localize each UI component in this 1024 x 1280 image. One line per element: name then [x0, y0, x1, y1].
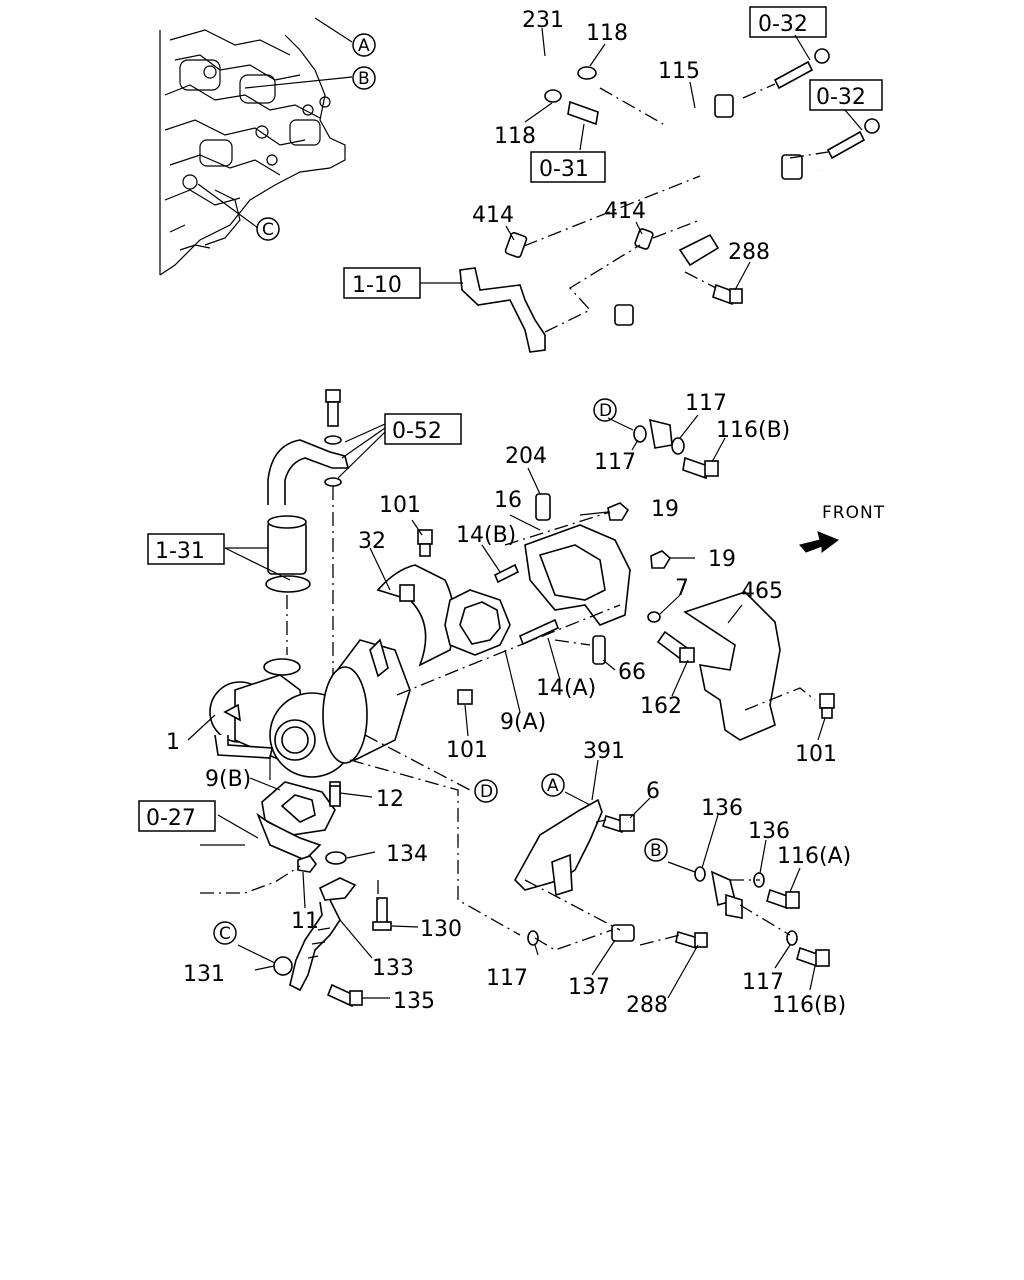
label-14b: 14(B)	[456, 523, 516, 548]
label-12: 12	[376, 787, 404, 812]
label-118-a: 118	[586, 21, 628, 46]
label-7: 7	[675, 576, 689, 601]
label-16: 16	[494, 488, 522, 513]
label-204: 204	[505, 444, 547, 469]
marker-b-top-circle	[352, 66, 376, 90]
label-118-b: 118	[494, 124, 536, 149]
label-6: 6	[646, 779, 660, 804]
marker-c-top-circle	[256, 217, 280, 241]
marker-b-low-circle	[644, 838, 668, 862]
label-414-b: 414	[604, 199, 646, 224]
label-133: 133	[372, 956, 414, 981]
ref-box-0-31	[530, 151, 606, 183]
label-465: 465	[741, 579, 783, 604]
label-19-b: 19	[708, 547, 736, 572]
front-direction-indicator: FRONT	[799, 503, 885, 553]
label-32: 32	[358, 529, 386, 554]
marker-d-right: D	[480, 782, 493, 802]
marker-a-top: A	[358, 36, 370, 56]
marker-c-low-circle	[213, 921, 237, 945]
ref-box-0-32-b	[809, 79, 883, 111]
marker-a-low-circle	[541, 773, 565, 797]
label-115: 115	[658, 59, 700, 84]
ref-box-0-32-a	[749, 6, 827, 38]
label-414-a: 414	[472, 203, 514, 228]
part-labels: 231 118 115 118 414 414 288 117 116(B) 1…	[166, 8, 851, 1018]
label-14a: 14(A)	[536, 676, 596, 701]
label-117-c: 117	[486, 966, 528, 991]
marker-d-mid-circle	[593, 398, 617, 422]
label-231: 231	[522, 8, 564, 33]
label-117-d: 117	[742, 970, 784, 995]
label-135: 135	[393, 989, 435, 1014]
label-19-a: 19	[651, 497, 679, 522]
marker-a-top-circle	[352, 33, 376, 57]
marker-b-top: B	[358, 69, 370, 89]
label-116b-bottom: 116(B)	[772, 993, 846, 1018]
oil-return-pipe-assembly	[514, 759, 830, 999]
label-9a: 9(A)	[500, 710, 546, 735]
label-288-b: 288	[626, 993, 668, 1018]
ref-box-1-10	[343, 267, 421, 299]
label-101-b: 101	[446, 738, 488, 763]
ref-0-27: 0-27	[146, 806, 196, 831]
ref-1-31: 1-31	[155, 539, 205, 564]
ref-box-0-52	[384, 413, 462, 445]
label-137: 137	[568, 975, 610, 1000]
ref-1-10: 1-10	[352, 273, 402, 298]
ref-0-32-a: 0-32	[758, 12, 808, 37]
circle-markers: A B C D D A B C	[213, 33, 668, 945]
marker-a-low: A	[547, 776, 559, 796]
ref-0-52: 0-52	[392, 419, 442, 444]
label-116a: 116(A)	[777, 844, 851, 869]
ref-box-0-27	[138, 800, 216, 832]
label-116b-top: 116(B)	[716, 418, 790, 443]
label-66: 66	[618, 660, 646, 685]
label-11: 11	[291, 909, 319, 934]
marker-d-right-circle	[474, 779, 498, 803]
label-136-a: 136	[701, 796, 743, 821]
label-391: 391	[583, 739, 625, 764]
turbocharger-unit	[187, 389, 835, 1008]
label-131: 131	[183, 962, 225, 987]
label-117-b: 117	[594, 450, 636, 475]
oil-feed-pipe-assembly	[420, 27, 880, 480]
reference-boxes: 0-32 0-32 0-31 1-10 0-52 1-31 0-27	[138, 6, 883, 832]
ref-0-31: 0-31	[539, 157, 589, 182]
label-101-c: 101	[795, 742, 837, 767]
label-101-a: 101	[379, 493, 421, 518]
label-1: 1	[166, 730, 180, 755]
label-288-a: 288	[728, 240, 770, 265]
label-130: 130	[420, 917, 462, 942]
label-134: 134	[386, 842, 428, 867]
label-9b: 9(B)	[205, 767, 251, 792]
label-117-a: 117	[685, 391, 727, 416]
label-136-b: 136	[748, 819, 790, 844]
marker-b-low: B	[650, 841, 662, 861]
marker-d-mid: D	[599, 401, 612, 421]
ref-0-32-b: 0-32	[816, 85, 866, 110]
front-label: FRONT	[822, 503, 885, 523]
ref-box-1-31	[147, 533, 225, 565]
marker-c-top: C	[262, 220, 274, 240]
label-162: 162	[640, 694, 682, 719]
marker-c-low: C	[219, 924, 231, 944]
engine-block-illustration	[159, 17, 353, 276]
